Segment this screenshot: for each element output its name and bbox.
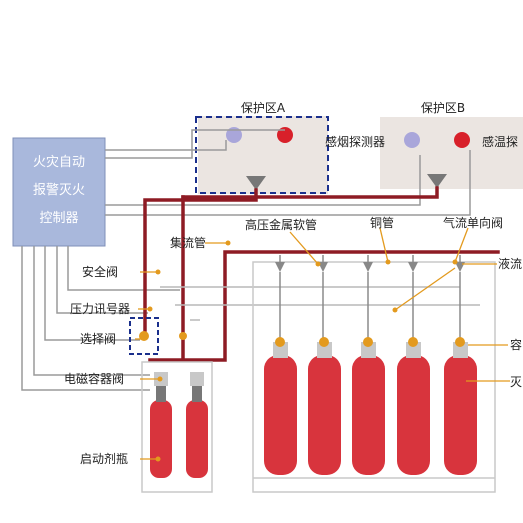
hoses <box>279 255 461 262</box>
zone-a-smoke-detector-icon <box>226 127 242 143</box>
zone-b-nozzle-icon <box>427 174 447 188</box>
extinguishing-label: 灭 <box>510 375 522 389</box>
zone-a-box <box>198 116 328 194</box>
zone-b-label: 保护区B <box>421 101 465 115</box>
agent-cylinder <box>308 337 341 475</box>
copper-pipe-label: 铜管 <box>370 215 394 230</box>
agent-cylinders <box>264 337 477 475</box>
discharge-pipes <box>143 186 500 362</box>
safety-valve-label: 安全阀 <box>82 264 118 279</box>
high-pressure-hose-label: 高压金属软管 <box>245 217 317 232</box>
smoke-detector-label: 感烟探测器 <box>325 134 385 149</box>
solenoid-valve-label: 电磁容器阀 <box>64 371 124 386</box>
selector-valve-label: 选择阀 <box>80 332 116 346</box>
controller-label-1: 火灾自动 <box>33 154 85 170</box>
zone-a-label: 保护区A <box>241 101 286 115</box>
zone-a-heat-detector-icon <box>277 127 293 143</box>
zone-b-smoke-detector-icon <box>404 132 420 148</box>
signal-wires <box>21 129 471 391</box>
leader-dots <box>147 240 458 462</box>
hose-hangers <box>275 262 465 272</box>
starter-bottles <box>150 372 208 478</box>
manifold-label: 集流管 <box>170 235 206 250</box>
container-label: 容 <box>510 337 522 352</box>
hose-drops <box>279 272 461 340</box>
check-valve-label: 气流单向阀 <box>443 215 503 230</box>
selector-valve-b-icon <box>179 332 187 340</box>
controller-label-3: 控制器 <box>39 211 78 226</box>
zone-b-heat-detector-icon <box>454 132 470 148</box>
cylinder-rack <box>141 261 496 493</box>
starter-bottle-label: 启动剂瓶 <box>80 451 128 466</box>
controller-box <box>12 137 106 247</box>
agent-cylinder <box>444 337 477 475</box>
leader-lines <box>135 227 510 460</box>
zone-b-box <box>380 117 523 189</box>
liquid-flow-label: 液流 <box>498 256 522 271</box>
agent-cylinder <box>397 337 430 475</box>
agent-cylinder <box>352 337 385 475</box>
agent-cylinder <box>264 337 297 475</box>
zone-a-nozzle-icon <box>246 176 266 190</box>
controller-label-2: 报警灭火 <box>33 182 85 198</box>
pressure-switch-label: 压力讯号器 <box>70 302 130 316</box>
copper-pipes <box>160 286 480 321</box>
zone-a-dashed-outline <box>195 116 329 194</box>
heat-detector-label: 感温探 <box>482 134 518 149</box>
